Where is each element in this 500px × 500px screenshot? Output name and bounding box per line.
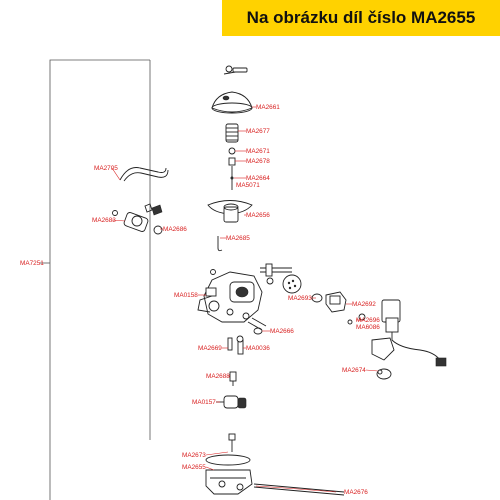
label-ma5071: MA5071 <box>236 182 260 189</box>
label-ma0036: MA0036 <box>246 345 270 352</box>
needle-valve-part <box>228 433 236 452</box>
label-ma2676: MA2676 <box>344 489 368 496</box>
label-ma2693: MA2693 <box>288 295 312 302</box>
piston-slide-part <box>207 200 253 223</box>
label-ma0157: MA0157 <box>192 399 216 406</box>
jet-needle-part <box>228 147 236 190</box>
assembly-frame <box>40 59 151 500</box>
bent-pipe-part <box>119 167 169 182</box>
carburetor-body-part <box>197 269 267 331</box>
jet-part <box>229 371 237 386</box>
auto-choke-part <box>347 299 447 367</box>
part-labels: MA2661 MA2677 MA2671 MA2678 MA2664 MA507… <box>20 104 380 496</box>
mounting-plate-part <box>371 337 395 380</box>
label-ma2655: MA2655 <box>182 464 206 471</box>
float-bowl-part <box>205 454 253 495</box>
label-ma2666: MA2666 <box>270 328 294 335</box>
label-ma2692: MA2692 <box>352 301 376 308</box>
label-ma2705: MA2705 <box>94 165 118 172</box>
label-ma2661: MA2661 <box>256 104 280 111</box>
label-ma2678: MA2678 <box>246 158 270 165</box>
label-ma7251: MA7251 <box>20 260 44 267</box>
label-ma2664: MA2664 <box>246 175 270 182</box>
pin-part <box>217 236 223 252</box>
side-bracket-part <box>325 291 347 313</box>
label-ma2656: MA2656 <box>246 212 270 219</box>
label-ma2671: MA2671 <box>246 148 270 155</box>
label-ma2696: MA2696 <box>356 317 380 324</box>
label-ma2683: MA2683 <box>92 217 116 224</box>
label-ma2674: MA2674 <box>342 367 366 374</box>
label-ma2673: MA2673 <box>182 452 206 459</box>
label-ma6086: MA6086 <box>356 324 380 331</box>
top-screw-part <box>223 65 248 75</box>
part-number-banner: Na obrázku díl číslo MA2655 <box>222 0 500 36</box>
choke-assembly-part <box>112 203 163 235</box>
throttle-shaft-part <box>260 263 302 294</box>
spring-part <box>225 123 239 143</box>
label-ma2685: MA2685 <box>226 235 250 242</box>
label-ma0158: MA0158 <box>174 292 198 299</box>
label-ma2669: MA2669 <box>198 345 222 352</box>
drain-hose-part <box>253 483 345 496</box>
leader-lines <box>111 130 379 471</box>
float-part <box>216 395 247 409</box>
label-ma2677: MA2677 <box>246 128 270 135</box>
label-ma2688: MA2688 <box>206 373 230 380</box>
label-ma2686: MA2686 <box>163 226 187 233</box>
diaphragm-cover-part <box>211 91 253 114</box>
